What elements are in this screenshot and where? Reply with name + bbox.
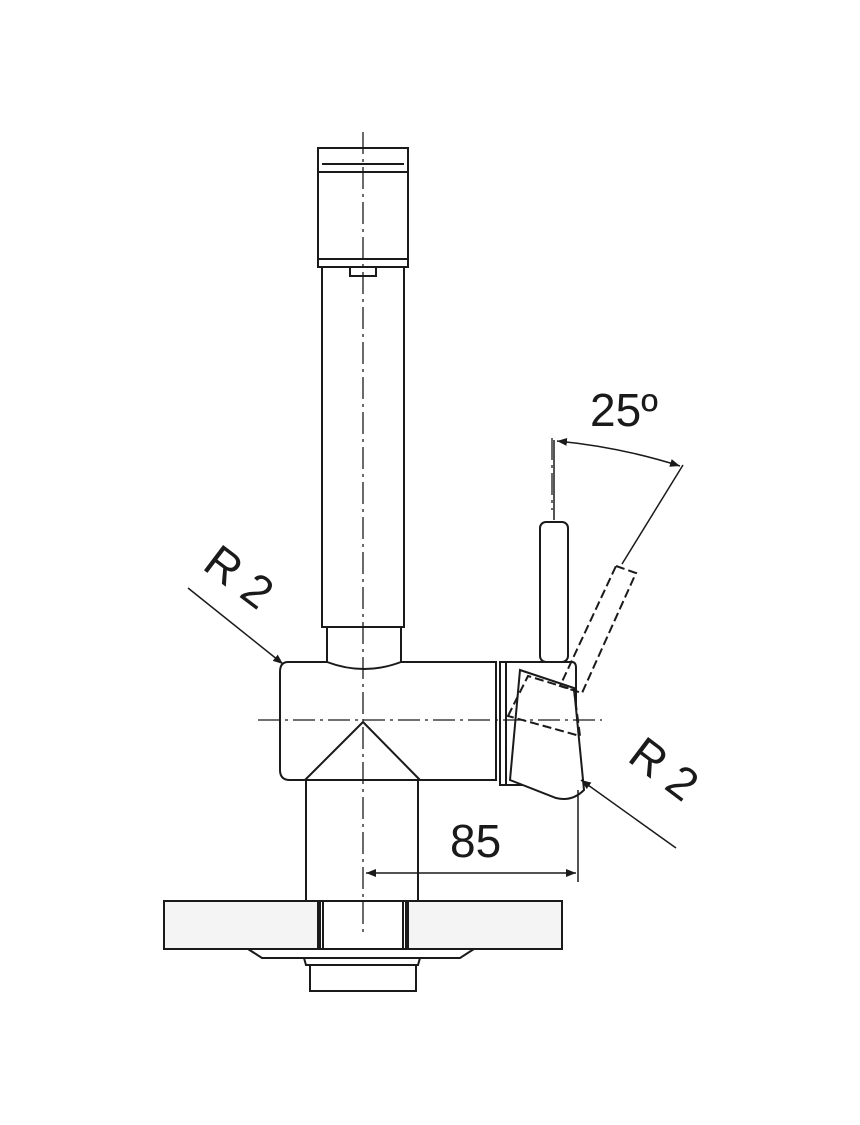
mounting-bracket: [244, 948, 478, 992]
countertop: [163, 900, 563, 950]
angle-dimension: 25º: [553, 384, 684, 565]
width-label: 85: [450, 815, 501, 867]
faucet-base-stem: [305, 779, 419, 902]
handle-open-dashed: [506, 564, 638, 738]
radius-callout-right: R 2: [580, 726, 708, 849]
handle-closed: [508, 521, 586, 800]
radius-callout-left: R 2: [187, 534, 284, 665]
radius-label-right: R 2: [620, 726, 708, 811]
angle-label: 25º: [590, 384, 658, 436]
faucet-body: [279, 661, 497, 781]
center-lines: [258, 132, 602, 935]
width-dimension: 85: [366, 790, 579, 882]
radius-label-left: R 2: [195, 534, 283, 619]
